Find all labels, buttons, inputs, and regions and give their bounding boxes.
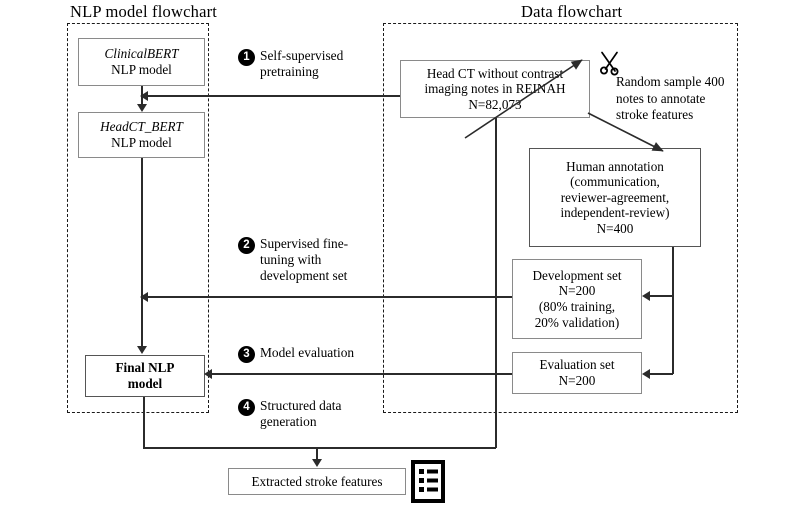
step-2-label: Supervised fine- tuning with development…: [260, 236, 349, 284]
development-set-box: Development set N=200 (80% training, 20%…: [512, 259, 642, 339]
arrow-scissors-to-annotation: [587, 112, 664, 152]
head-ct-notes-count: N=82,073: [468, 96, 522, 112]
human-annotation-count: N=400: [596, 220, 634, 236]
connector-split-to-evaluation: [648, 373, 673, 375]
development-set-count: N=200: [558, 283, 596, 299]
step-4: 4 Structured data generation: [238, 398, 398, 430]
right-section-title: Data flowchart: [521, 2, 623, 21]
arrowhead-clinicalbert-to-headctbert: [137, 104, 147, 112]
connector-annotation-split-down: [672, 247, 674, 374]
headctbert-subtitle: NLP model: [111, 135, 172, 150]
clinicalbert-name: ClinicalBERT: [104, 46, 179, 62]
arrowhead-bus-to-extracted: [312, 459, 322, 467]
arrowhead-step3-evaluation: [204, 369, 212, 379]
connector-step2-finetuning: [146, 296, 512, 298]
random-sample-arrows: [464, 59, 664, 152]
step-1-badge: 1: [238, 49, 255, 66]
final-nlp-model-box: Final NLP model: [85, 355, 205, 397]
final-model-line1: Final NLP: [115, 360, 175, 376]
human-annotation-line2: (communication,: [570, 174, 660, 190]
clinicalbert-subtitle: NLP model: [111, 62, 172, 77]
connector-step1-pretraining: [146, 95, 400, 97]
connector-split-to-development: [648, 295, 673, 297]
scissors-handle-left: [600, 66, 608, 75]
headctbert-box: HeadCT_BERT NLP model: [78, 112, 205, 158]
step-1: 1 Self-supervised pretraining: [238, 48, 388, 80]
human-annotation-line1: Human annotation: [566, 158, 664, 174]
evaluation-set-box: Evaluation set N=200: [512, 352, 642, 394]
development-set-line1: Development set: [532, 267, 622, 283]
left-section-title: NLP model flowchart: [70, 2, 218, 21]
scissors-handle-right: [610, 67, 619, 76]
step-2: 2 Supervised fine- tuning with developme…: [238, 236, 388, 284]
clinicalbert-box: ClinicalBERT NLP model: [78, 38, 205, 86]
arrowhead-step1-pretraining: [140, 91, 148, 101]
step-4-label: Structured data generation: [260, 398, 342, 430]
human-annotation-line3: reviewer-agreement,: [560, 189, 670, 205]
step-2-badge: 2: [238, 237, 255, 254]
step-3: 3 Model evaluation: [238, 345, 403, 363]
connector-step3-evaluation: [210, 373, 512, 375]
nlp-model-group-boundary: [67, 23, 209, 413]
connector-head-ct-notes-down: [495, 118, 497, 448]
development-set-line3: (80% training,: [538, 299, 616, 314]
step-3-label: Model evaluation: [260, 345, 355, 360]
arrowhead-step2-finetuning: [140, 292, 148, 302]
step-3-badge: 3: [238, 346, 255, 363]
arrow-notes-to-scissors: [464, 59, 583, 139]
connector-bus-to-extracted: [316, 447, 318, 461]
head-ct-notes-box: Head CT without contrast imaging notes i…: [400, 60, 590, 118]
evaluation-set-count: N=200: [558, 373, 596, 388]
arrowhead-split-to-evaluation: [642, 369, 650, 379]
development-set-line4: 20% validation): [534, 314, 620, 330]
document-list-icon: [411, 460, 445, 503]
evaluation-set-line1: Evaluation set: [539, 357, 615, 373]
connector-merge-bus: [143, 447, 496, 449]
extracted-stroke-features-box: Extracted stroke features: [228, 468, 406, 495]
human-annotation-line4: independent-review): [560, 205, 670, 221]
step-4-badge: 4: [238, 399, 255, 416]
connector-final-model-down: [143, 397, 145, 448]
arrowhead-headctbert-to-final-model: [137, 346, 147, 354]
headctbert-name: HeadCT_BERT: [100, 119, 183, 135]
final-model-line2: model: [127, 376, 163, 391]
connector-headctbert-to-final-model: [141, 158, 143, 347]
arrowhead-split-to-development: [642, 291, 650, 301]
head-ct-notes-line2: imaging notes in REINAH: [424, 81, 566, 97]
head-ct-notes-line1: Head CT without contrast: [426, 65, 564, 81]
extracted-stroke-features-label: Extracted stroke features: [251, 473, 383, 489]
data-flowchart-group-boundary: [383, 23, 738, 413]
scissors-icon: [600, 51, 619, 76]
random-sample-note: Random sample 400 notes to annotate stro…: [616, 74, 725, 123]
human-annotation-box: Human annotation (communication, reviewe…: [529, 148, 701, 247]
step-1-label: Self-supervised pretraining: [260, 48, 344, 80]
